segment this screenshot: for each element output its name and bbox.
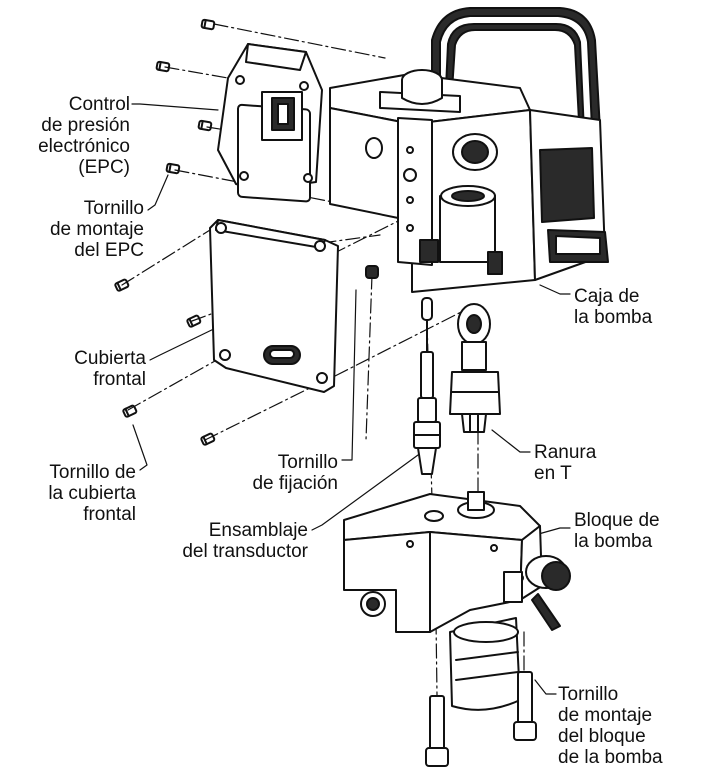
label-transducer-line: del transductor — [182, 541, 308, 562]
transducer — [413, 297, 441, 475]
label-pump-housing: Caja de la bomba — [574, 286, 684, 328]
cover-screws — [114, 278, 216, 446]
label-epc-screw-line: de montaje — [49, 219, 144, 240]
label-t-slot-line: en T — [534, 463, 572, 484]
label-pump-housing-line: la bomba — [574, 307, 653, 328]
label-epc-screw: Tornillo de montaje del EPC — [18, 198, 144, 261]
label-pump-block-line: Bloque de — [574, 510, 660, 531]
label-block-screw-line: de la bomba — [558, 747, 663, 768]
label-set-screw: Tornillo de fijación — [210, 452, 338, 494]
label-transducer-line: Ensamblaje — [208, 520, 308, 541]
label-transducer: Ensamblaje del transductor — [160, 520, 308, 562]
label-cover-screw: Tornillo de la cubierta frontal — [10, 462, 136, 525]
block-screws — [425, 671, 537, 767]
epc-module — [217, 43, 323, 203]
label-t-slot-line: Ranura — [534, 442, 597, 463]
label-block-screw: Tornillo de montaje del bloque de la bom… — [558, 684, 698, 768]
label-epc: Control de presión electrónico (EPC) — [18, 94, 130, 178]
label-pump-block-line: la bomba — [574, 531, 653, 552]
label-set-screw-line: Tornillo — [277, 452, 338, 473]
epc-screws — [155, 18, 216, 175]
label-pump-housing-line: Caja de — [574, 286, 640, 307]
label-epc-line: Control — [68, 94, 130, 115]
set-screw — [365, 265, 379, 279]
label-front-cover-line: Cubierta — [74, 348, 146, 369]
label-pump-block: Bloque de la bomba — [574, 510, 694, 552]
connecting-rod — [449, 303, 501, 433]
label-epc-line: electrónico — [38, 136, 130, 157]
label-block-screw-line: del bloque — [558, 726, 646, 747]
label-set-screw-line: de fijación — [252, 473, 338, 494]
pump-housing — [329, 7, 609, 293]
label-epc-screw-line: del EPC — [74, 240, 144, 261]
label-front-cover: Cubierta frontal — [18, 348, 146, 390]
label-epc-screw-line: Tornillo — [83, 198, 144, 219]
label-block-screw-line: de montaje — [558, 705, 653, 726]
leader-lines — [131, 103, 571, 695]
pump-block — [343, 491, 571, 711]
front-cover — [209, 219, 339, 393]
label-t-slot: Ranura en T — [534, 442, 634, 484]
label-block-screw-line: Tornillo — [558, 684, 619, 705]
label-cover-screw-line: frontal — [83, 504, 136, 525]
label-epc-line: (EPC) — [78, 157, 130, 178]
label-front-cover-line: frontal — [93, 369, 146, 390]
label-cover-screw-line: la cubierta — [48, 483, 136, 504]
label-epc-line: de presión — [41, 115, 130, 136]
label-cover-screw-line: Tornillo de — [49, 462, 136, 483]
